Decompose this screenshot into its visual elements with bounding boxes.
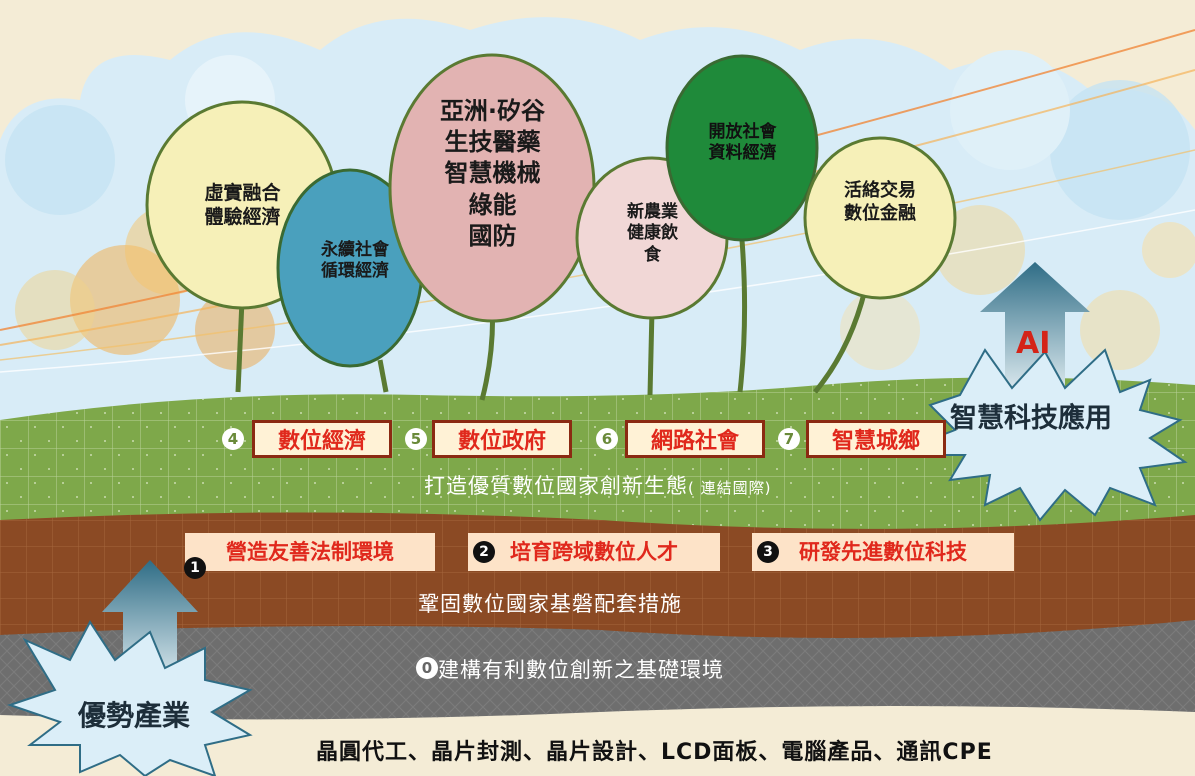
tree-label-2: 永續社會 循環經濟 <box>300 240 410 283</box>
tree-canopy-5 <box>665 54 819 242</box>
tree-3-line-4: 綠能 <box>468 190 517 219</box>
tree-label-5: 開放社會 資料經濟 <box>685 122 800 165</box>
tree-2-line-1: 永續社會 <box>321 240 389 260</box>
brown-item-num-1: 1 <box>184 557 206 579</box>
tree-6-line-2: 數位金融 <box>844 202 916 224</box>
tree-3-line-3: 智慧機械 <box>444 159 541 188</box>
industry-label: 優勢產業 <box>78 699 191 732</box>
ai-arrow <box>980 262 1090 400</box>
green-item-num-5: 5 <box>405 428 427 450</box>
green-item-num-7: 7 <box>778 428 800 450</box>
tree-4-line-2: 健康飲 <box>627 223 678 244</box>
tree-3-line-1: 亞洲·矽谷 <box>439 97 546 125</box>
brown-item-talent: 培育跨域數位人才 <box>468 533 720 571</box>
industries-list: 晶圓代工、晶片封測、晶片設計、LCD面板、電腦產品、通訊CPE <box>316 740 993 765</box>
green-caption-main: 打造優質數位國家創新生態 <box>424 474 688 498</box>
brown-caption: 鞏固數位國家基磐配套措施 <box>418 592 682 616</box>
tree-label-1: 虛實融合 體驗經濟 <box>160 182 325 230</box>
tree-1-line-2: 體驗經濟 <box>204 205 281 228</box>
green-item-digital-economy: 數位經濟 <box>252 420 392 458</box>
smart-tech-starburst <box>889 348 1188 522</box>
tree-3-line-2: 生技醫藥 <box>444 128 541 157</box>
tree-label-3: 亞洲·矽谷 生技醫藥 智慧機械 綠能 國防 <box>410 96 575 252</box>
green-caption-sub: ( 連結國際) <box>688 479 772 497</box>
tree-1-line-1: 虛實融合 <box>204 182 281 204</box>
tree-4-line-1: 新農業 <box>627 202 678 222</box>
industry-starburst <box>6 620 253 776</box>
brown-item-num-2: 2 <box>473 541 495 563</box>
green-item-num-4: 4 <box>222 428 244 450</box>
gray-item-num-0: 0 <box>416 657 438 679</box>
tree-3-line-5: 國防 <box>468 221 517 250</box>
tree-4-line-3: 食 <box>644 244 661 265</box>
brown-item-technology: 研發先進數位科技 <box>752 533 1014 571</box>
green-item-smart-city: 智慧城鄉 <box>806 420 946 458</box>
tree-label-6: 活絡交易 數位金融 <box>815 180 945 225</box>
tree-6-line-1: 活絡交易 <box>844 180 916 201</box>
gray-caption: 建構有利數位創新之基礎環境 <box>438 658 724 682</box>
brown-item-legal: 營造友善法制環境 <box>185 533 435 571</box>
green-item-network-society: 網路社會 <box>625 420 765 458</box>
green-item-num-6: 6 <box>596 428 618 450</box>
tree-label-4: 新農業 健康飲 食 <box>590 202 715 266</box>
tree-5-line-1: 開放社會 <box>708 122 777 142</box>
green-item-digital-government: 數位政府 <box>432 420 572 458</box>
green-caption: 打造優質數位國家創新生態( 連結國際) <box>424 470 771 500</box>
smart-tech-label: 智慧科技應用 <box>950 403 1112 434</box>
tree-5-line-2: 資料經濟 <box>708 143 777 164</box>
tree-canopy-6 <box>803 136 957 300</box>
brown-item-num-3: 3 <box>757 541 779 563</box>
ai-label: AI <box>1016 326 1051 361</box>
tree-2-line-2: 循環經濟 <box>321 261 389 282</box>
